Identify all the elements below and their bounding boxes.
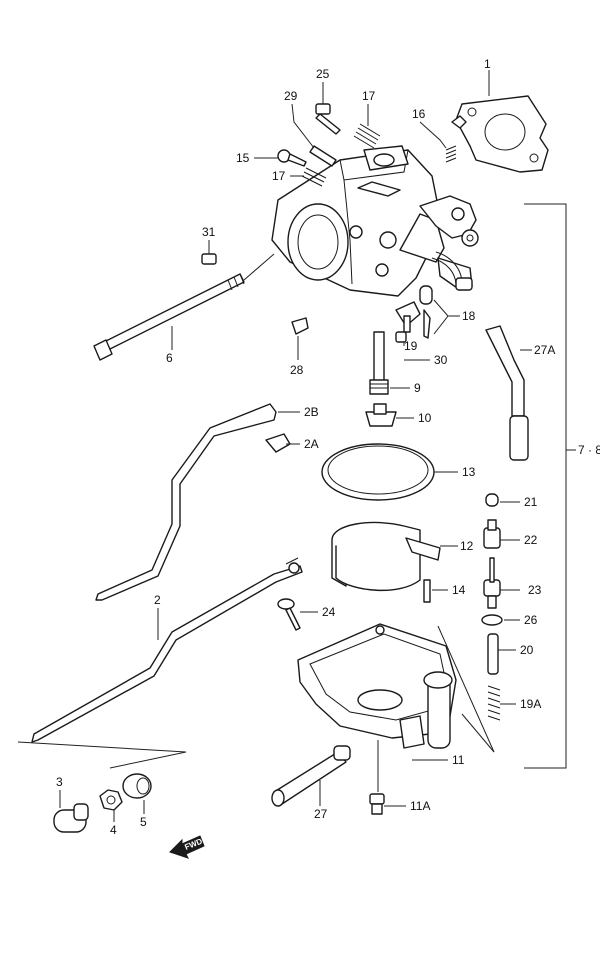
part-9-nozzle <box>369 331 389 395</box>
part-6-bolt <box>93 273 245 361</box>
part-1-gasket <box>455 95 549 173</box>
callout-17-lower: 17 <box>272 169 286 183</box>
callout-17-upper: 17 <box>362 89 376 103</box>
part-17-spring-lower <box>301 167 327 187</box>
part-17-spring-upper <box>353 123 381 149</box>
part-13-gasket <box>321 443 435 501</box>
part-27-tube <box>271 745 351 807</box>
part-16-screw <box>451 115 467 129</box>
callout-11: 11 <box>452 753 465 767</box>
fwd-arrow-icon: FWD <box>169 835 205 859</box>
callout-10: 10 <box>418 411 432 425</box>
callout-5: 5 <box>140 815 147 829</box>
callout-29: 29 <box>284 89 298 103</box>
part-10-jet <box>365 403 397 427</box>
part-31-screw <box>201 253 217 265</box>
part-28-screw <box>291 317 309 335</box>
part-23-needle-valve <box>483 557 501 609</box>
callout-19: 19 <box>404 339 418 353</box>
part-2-link-rod <box>31 557 303 743</box>
part-19-pin <box>403 315 411 333</box>
callout-2b: 2B <box>304 405 319 419</box>
part-25-screw <box>315 103 341 135</box>
fuel-hose <box>431 251 473 291</box>
callout-16: 16 <box>412 107 426 121</box>
callout-24: 24 <box>322 605 336 619</box>
callout-4: 4 <box>110 823 117 837</box>
part-15-screw <box>277 149 307 167</box>
part-4-nut <box>99 789 123 811</box>
callout-2a: 2A <box>304 437 319 451</box>
callout-6: 6 <box>166 351 173 365</box>
callout-12: 12 <box>460 539 474 553</box>
callout-1: 1 <box>484 57 491 71</box>
part-30-screw <box>395 331 407 343</box>
part-5-bushing <box>122 773 152 799</box>
callout-14: 14 <box>452 583 466 597</box>
callout-22: 22 <box>524 533 538 547</box>
float-bowl <box>297 623 457 749</box>
callout-7-8: 7 · 8 <box>578 443 600 457</box>
part-29-screw <box>309 145 337 167</box>
part-26-o-ring <box>481 614 503 626</box>
part-18-float-arm <box>395 285 433 339</box>
callout-26: 26 <box>524 613 538 627</box>
part-27a-hose <box>485 325 529 461</box>
part-14-pin <box>423 579 431 603</box>
callout-31: 31 <box>202 225 216 239</box>
part-24-screw <box>277 598 301 631</box>
part-20-plunger <box>487 633 499 675</box>
callout-25: 25 <box>316 67 330 81</box>
part-2a-clip <box>265 433 291 453</box>
callout-28: 28 <box>290 363 304 377</box>
callout-3: 3 <box>56 775 63 789</box>
callout-11a: 11A <box>410 799 430 813</box>
callout-9: 9 <box>414 381 421 395</box>
callout-23: 23 <box>528 583 542 597</box>
callout-19a: 19A <box>520 697 541 711</box>
part-21-cap <box>485 493 499 507</box>
part-16-spring <box>445 145 457 163</box>
callout-15: 15 <box>236 151 250 165</box>
callout-2: 2 <box>154 593 161 607</box>
callout-27: 27 <box>314 807 328 821</box>
part-11a-screw <box>369 793 385 815</box>
callout-13: 13 <box>462 465 476 479</box>
part-12-float <box>331 521 441 591</box>
part-2b-link-rod <box>95 403 277 601</box>
callout-27a: 27A <box>534 343 555 357</box>
part-19a-spring <box>487 685 501 721</box>
callout-18: 18 <box>462 309 476 323</box>
callout-21: 21 <box>524 495 538 509</box>
callout-30: 30 <box>434 353 448 367</box>
callout-20: 20 <box>520 643 534 657</box>
part-3-knob <box>53 803 89 833</box>
carburetor-body <box>271 145 479 297</box>
part-22-seat <box>483 519 501 549</box>
